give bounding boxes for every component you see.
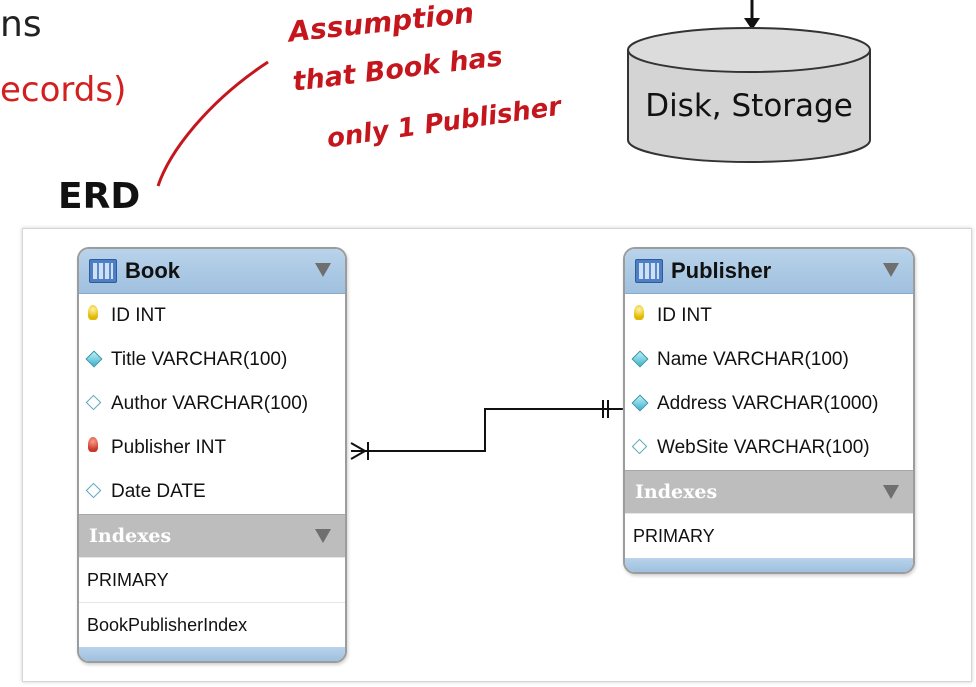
column-row[interactable]: ID INT (79, 294, 345, 338)
column-row[interactable]: Author VARCHAR(100) (79, 382, 345, 426)
index-label: BookPublisherIndex (87, 615, 248, 635)
not-null-diamond-icon (631, 350, 649, 368)
column-label: WebSite VARCHAR(100) (657, 437, 870, 458)
disk-storage-cylinder (627, 0, 871, 163)
table-book[interactable]: Book ID INT Title VARCHAR(100) Author VA… (77, 247, 347, 663)
collapse-triangle-icon[interactable] (315, 263, 331, 277)
indexes-label: Indexes (89, 525, 172, 547)
column-label: Publisher INT (111, 437, 227, 458)
column-row[interactable]: Name VARCHAR(100) (625, 338, 913, 382)
index-row[interactable]: BookPublisherIndex (79, 602, 345, 647)
column-row[interactable]: ID INT (625, 294, 913, 338)
index-row[interactable]: PRIMARY (79, 557, 345, 602)
table-icon (89, 259, 117, 283)
handwritten-annotation (156, 60, 269, 187)
not-null-diamond-icon (631, 394, 649, 412)
slide-subtext-fragment: ecords) (0, 70, 127, 110)
column-label: ID INT (657, 305, 712, 326)
column-label: Address VARCHAR(1000) (657, 393, 879, 414)
nullable-diamond-icon (85, 482, 102, 499)
table-icon (635, 259, 663, 283)
primary-key-icon (88, 305, 98, 320)
table-footer (79, 647, 345, 661)
table-publisher-title: Publisher (671, 258, 772, 283)
primary-key-icon (634, 305, 644, 320)
table-publisher[interactable]: Publisher ID INT Name VARCHAR(100) Addre… (623, 247, 915, 574)
disk-storage-label: Disk, Storage (645, 88, 853, 124)
column-label: Name VARCHAR(100) (657, 349, 849, 370)
table-footer (625, 558, 913, 572)
relationship-connector (350, 400, 627, 460)
column-label: Author VARCHAR(100) (111, 393, 309, 414)
collapse-triangle-icon[interactable] (315, 529, 331, 543)
column-row[interactable]: Date DATE (79, 470, 345, 514)
indexes-header[interactable]: Indexes (625, 470, 913, 513)
indexes-label: Indexes (635, 481, 718, 503)
index-row[interactable]: PRIMARY (625, 513, 913, 558)
annotation-erd: ERD (58, 176, 141, 217)
collapse-triangle-icon[interactable] (883, 485, 899, 499)
not-null-diamond-icon (85, 350, 103, 368)
column-label: Date DATE (111, 481, 206, 502)
column-row[interactable]: Publisher INT (79, 426, 345, 470)
table-publisher-header[interactable]: Publisher (625, 249, 913, 294)
indexes-header[interactable]: Indexes (79, 514, 345, 557)
index-label: PRIMARY (633, 526, 715, 546)
column-row[interactable]: Address VARCHAR(1000) (625, 382, 913, 426)
table-book-header[interactable]: Book (79, 249, 345, 294)
index-label: PRIMARY (87, 570, 169, 590)
column-label: Title VARCHAR(100) (111, 349, 288, 370)
column-label: ID INT (111, 305, 166, 326)
table-book-title: Book (125, 258, 180, 283)
nullable-diamond-icon (631, 438, 648, 455)
column-row[interactable]: Title VARCHAR(100) (79, 338, 345, 382)
column-row[interactable]: WebSite VARCHAR(100) (625, 426, 913, 470)
collapse-triangle-icon[interactable] (883, 263, 899, 277)
foreign-key-icon (88, 437, 98, 452)
nullable-diamond-icon (85, 394, 102, 411)
slide-heading-fragment: ns (0, 4, 42, 45)
erd-canvas: Book ID INT Title VARCHAR(100) Author VA… (22, 228, 972, 682)
